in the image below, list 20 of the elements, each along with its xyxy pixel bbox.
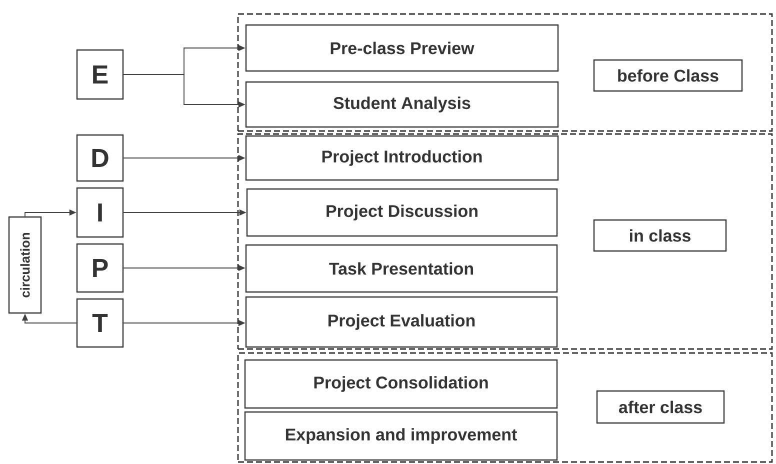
- step-box: Project Introduction: [245, 135, 559, 181]
- step-box: Project Evaluation: [245, 296, 558, 348]
- circulation-box: circulation: [8, 216, 42, 314]
- dashed-phase-region: [237, 13, 773, 132]
- step-box: Task Presentation: [245, 244, 558, 293]
- step-box: Student Analysis: [245, 81, 559, 128]
- phase-label-box: in class: [593, 219, 727, 252]
- letter-box: D: [76, 134, 124, 182]
- letter-box: P: [76, 243, 124, 293]
- phase-label-box: after class: [596, 390, 725, 424]
- step-box: Project Consolidation: [244, 359, 558, 409]
- step-box: Expansion and improvement: [244, 411, 558, 461]
- letter-box: T: [76, 298, 124, 348]
- phase-label-box: before Class: [593, 59, 743, 92]
- step-box: Pre-class Preview: [245, 24, 559, 72]
- dashed-phase-region: [237, 352, 773, 463]
- dashed-phase-region: [237, 133, 773, 350]
- letter-box: I: [76, 187, 124, 238]
- step-box: Project Discussion: [246, 188, 558, 237]
- letter-box: E: [76, 49, 124, 100]
